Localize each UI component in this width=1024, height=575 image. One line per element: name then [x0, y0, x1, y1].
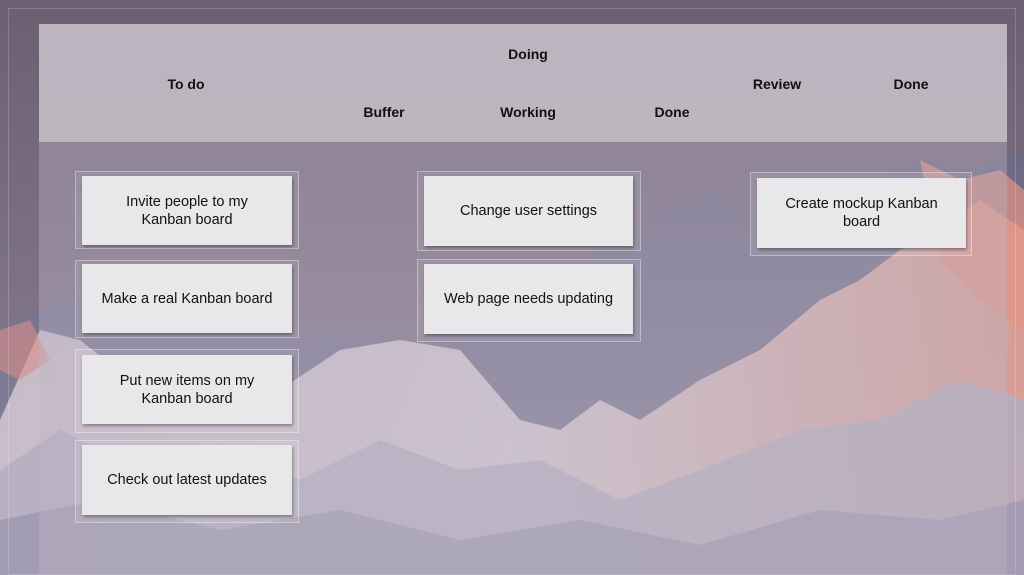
column-header-done: Done: [893, 76, 929, 92]
column-header-todo: To do: [167, 76, 205, 92]
card-todo-4[interactable]: Check out latest updates: [82, 445, 292, 515]
subcolumn-header-doing-done: Done: [654, 104, 690, 120]
card-todo-1[interactable]: Invite people to my Kanban board: [82, 176, 292, 245]
card-todo-3[interactable]: Put new items on my Kanban board: [82, 355, 292, 424]
card-working-1[interactable]: Change user settings: [424, 176, 633, 246]
card-todo-2[interactable]: Make a real Kanban board: [82, 264, 292, 333]
column-header-review: Review: [752, 76, 802, 92]
subcolumn-header-working: Working: [500, 104, 556, 120]
board-header: To do Doing Buffer Working Done Review D…: [39, 24, 1007, 142]
column-header-doing: Doing: [508, 46, 548, 62]
card-review-1[interactable]: Create mockup Kanban board: [757, 178, 966, 248]
card-working-2[interactable]: Web page needs updating: [424, 264, 633, 334]
subcolumn-header-buffer: Buffer: [363, 104, 405, 120]
kanban-board: To do Doing Buffer Working Done Review D…: [39, 24, 1007, 575]
